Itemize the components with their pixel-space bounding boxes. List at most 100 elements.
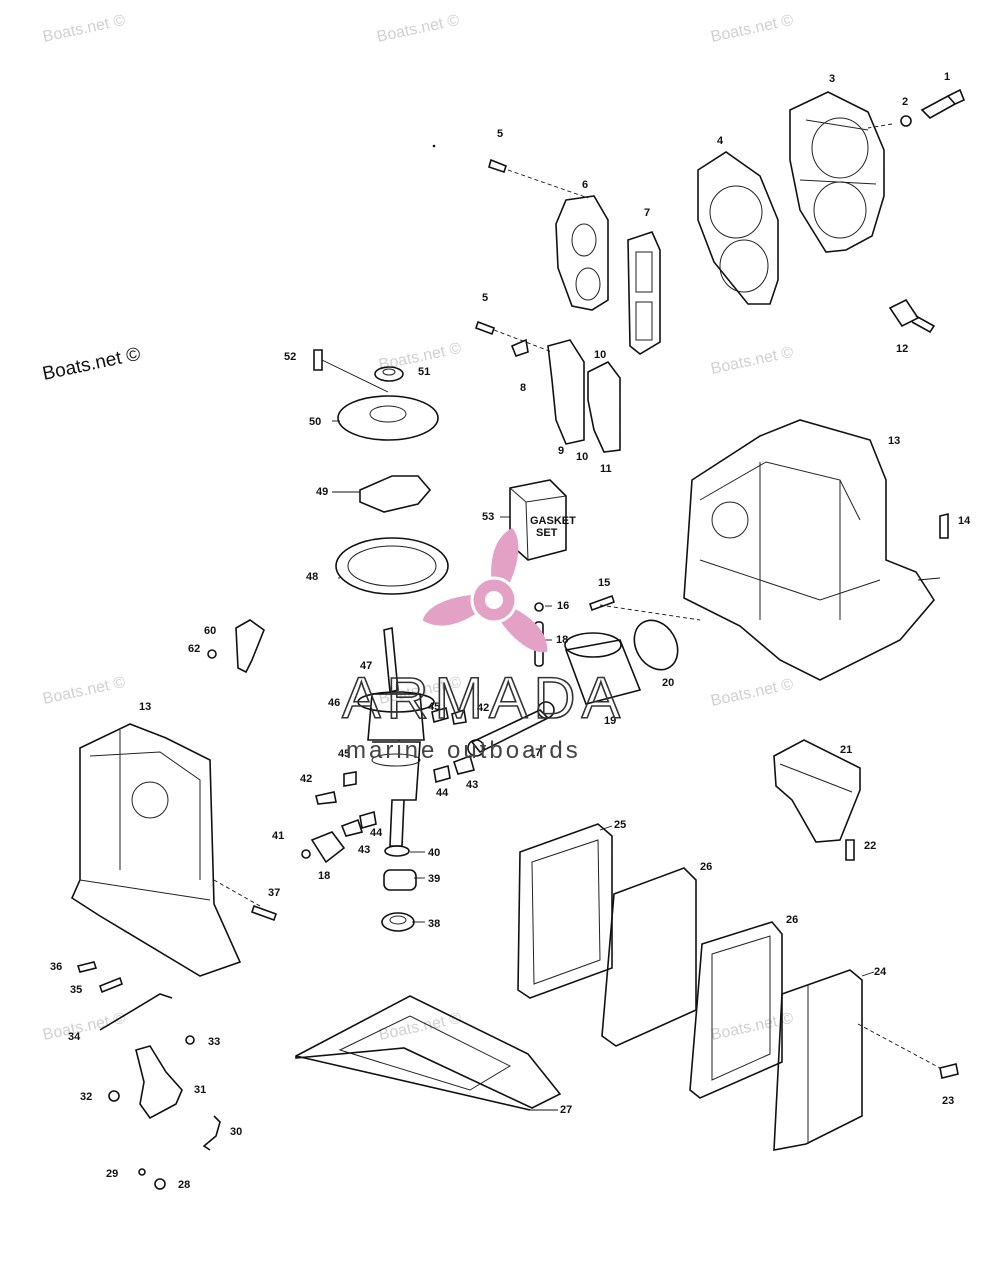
callout-53: 53 [482, 511, 494, 523]
callout-45: 45 [338, 748, 350, 760]
callout-9: 9 [558, 445, 564, 457]
watermark-strong: Boats.net © [41, 344, 143, 385]
callout-40: 40 [428, 847, 440, 859]
part-18-cap-lower [310, 831, 346, 864]
part-13-crankcase-left [70, 723, 242, 977]
callout-22: 22 [864, 840, 876, 852]
callout-28: 28 [178, 1179, 190, 1191]
part-6-cover [555, 195, 609, 311]
callout-18: 18 [318, 870, 330, 882]
callout-21: 21 [840, 744, 852, 756]
part-8-clip [510, 338, 529, 357]
watermark: Boats.net © [375, 12, 461, 46]
watermark-layer: Boats.net © Boats.net © Boats.net © Boat… [41, 12, 795, 1044]
callout-39: 39 [428, 873, 440, 885]
part-19-piston [564, 632, 642, 705]
callout-7: 7 [644, 207, 650, 219]
part-39-bearing [383, 869, 417, 891]
callout-15: 15 [598, 577, 610, 589]
watermark: Boats.net © [709, 676, 795, 710]
propeller-icon [422, 528, 548, 653]
callout-17: 18 [556, 634, 568, 646]
part-21-housing [773, 739, 861, 843]
part-23-screw [939, 1063, 959, 1079]
part-42-bearing-half-right [451, 708, 467, 725]
part-26-plate [601, 867, 697, 1047]
part-4-head-gasket [697, 151, 779, 305]
watermark: Boats.net © [709, 12, 795, 46]
callout-46: 46 [328, 697, 340, 709]
watermark: Boats.net © [709, 344, 795, 378]
watermark: Boats.net © [41, 674, 127, 708]
part-27-base-gasket [295, 995, 562, 1111]
callout-31: 31 [194, 1084, 206, 1096]
part-24-plate [773, 969, 863, 1151]
part-50-plate [337, 395, 439, 441]
callout-44: 44 [436, 787, 449, 799]
callout-14: 14 [958, 515, 971, 527]
part-45-roller-left [343, 771, 357, 787]
part-52-screw [313, 349, 323, 371]
callout-38: 38 [428, 918, 440, 930]
part-26-gasket [689, 921, 783, 1099]
callout-60: 60 [204, 625, 216, 637]
part-53-gasket-set-box: GASKET SET [509, 479, 576, 561]
part-40-ring [384, 845, 410, 857]
armada-logo: ARMADA marine outboards [341, 528, 621, 764]
callout-12: 12 [896, 343, 908, 355]
logo-subtitle: marine outboards [346, 737, 581, 764]
callout-3: 3 [829, 73, 835, 85]
callout-13: 13 [888, 435, 900, 447]
callout-10: 10 [594, 349, 606, 361]
part-3-cylinder-head [789, 91, 885, 253]
part-47-crankshaft [357, 626, 435, 847]
callout-24: 24 [874, 966, 887, 978]
part-20-ring [633, 619, 679, 671]
callout-50: 50 [309, 416, 321, 428]
part-48-gasket-ring [335, 537, 449, 595]
part-33-screw [185, 1035, 195, 1045]
callout-52: 52 [284, 351, 296, 363]
part-18-conrod [467, 701, 555, 757]
part-60-bracket [235, 619, 265, 674]
callout-37: 37 [268, 887, 280, 899]
callout-34: 34 [68, 1031, 81, 1043]
callout-49: 49 [316, 486, 328, 498]
callout-62: 62 [188, 643, 200, 655]
callout-16: 16 [557, 600, 569, 612]
callout-42: 42 [300, 773, 312, 785]
part-43-bearing-left [340, 818, 364, 837]
part-16-nut [534, 602, 544, 612]
callout-19: 19 [604, 715, 616, 727]
part-25-gasket [517, 823, 613, 999]
gasket-box-text: SET [536, 527, 558, 539]
callout-26: 26 [786, 914, 798, 926]
part-37-stud [250, 904, 278, 922]
part-30-spring [202, 1115, 221, 1151]
callout-43: 43 [358, 844, 370, 856]
part-22-screw [845, 839, 855, 861]
part-29-washer [138, 1168, 146, 1176]
callout-labels: 1 2 3 4 5 5 6 7 8 9 10 10 11 12 13 13 14… [50, 71, 971, 1191]
part-38-seal [381, 912, 415, 932]
part-1-screw [920, 88, 966, 119]
callout-48: 48 [306, 571, 318, 583]
part-14-stud [939, 512, 949, 539]
stray-dot [432, 144, 436, 148]
part-13-crankcase-right [683, 419, 935, 681]
leader-lines [213, 123, 941, 1111]
watermark: Boats.net © [41, 12, 127, 46]
callout-5: 5 [482, 292, 488, 304]
callout-29: 29 [106, 1168, 118, 1180]
part-43-bearing-right [452, 754, 475, 775]
part-35-screw [99, 976, 123, 994]
part-5-screw-lower [474, 320, 496, 336]
callout-42: 42 [477, 702, 489, 714]
callout-35: 35 [70, 984, 82, 996]
part-10-plate [587, 360, 621, 453]
part-12-sensor [888, 298, 936, 334]
callout-5: 5 [497, 128, 503, 140]
callout-1: 1 [944, 71, 950, 83]
part-44-washer-left [359, 810, 377, 830]
callout-27: 27 [560, 1104, 572, 1116]
